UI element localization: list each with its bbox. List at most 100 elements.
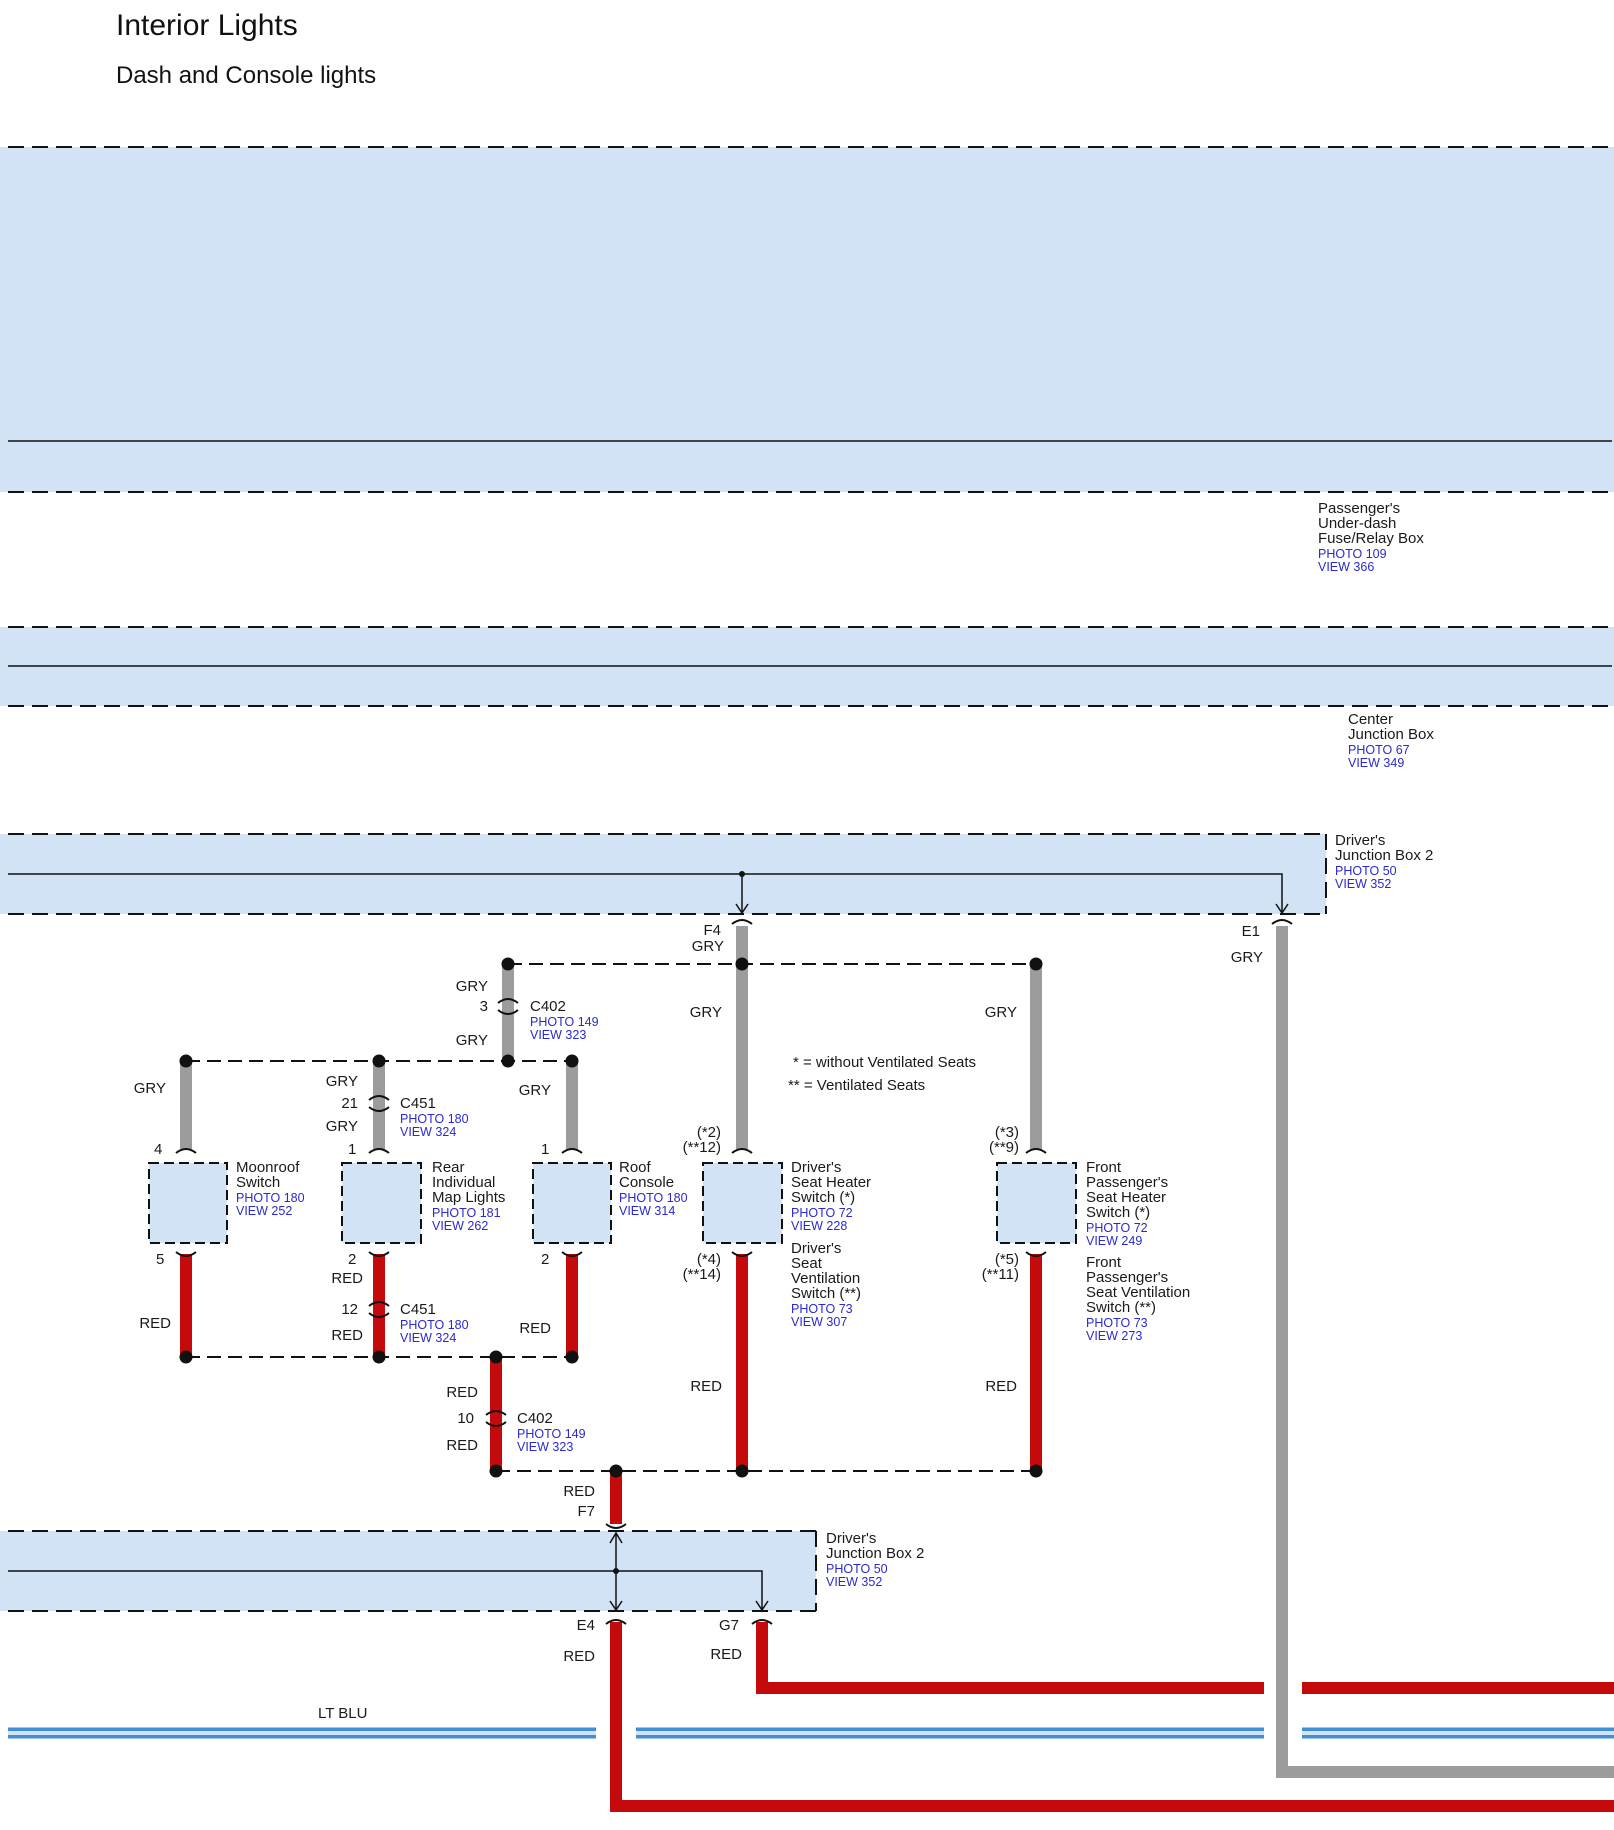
c402-top-name: C402 <box>530 998 566 1015</box>
cjb-label-line1: Center <box>1348 711 1393 728</box>
driver-pin-in-b: (**12) <box>683 1139 721 1156</box>
cjb-label-line2: Junction Box <box>1348 726 1434 743</box>
drivers-seat-switch: Driver's Seat Heater Switch (*) PHOTO 72… <box>683 1124 871 1329</box>
c451-bottom-pin: 12 <box>341 1301 358 1318</box>
djb-top-label-line1: Driver's <box>1335 832 1385 849</box>
front-vent-label-line3: Seat Ventilation <box>1086 1284 1190 1301</box>
connector-c402-top: 3 C402 PHOTO 149 VIEW 323 <box>480 998 599 1042</box>
c402-top-pin: 3 <box>480 998 488 1015</box>
gry-wires <box>180 926 1614 1778</box>
front-passenger-seat-switch: Front Passenger's Seat Heater Switch (*)… <box>982 1124 1191 1343</box>
gry-label-c402-lower: GRY <box>456 1032 488 1049</box>
roof-console: Roof Console PHOTO 180 VIEW 314 1 2 <box>532 1141 688 1268</box>
driver-vent-label-line3: Ventilation <box>791 1270 860 1287</box>
connector-symbols <box>175 919 1293 1625</box>
c402-bottom-name: C402 <box>517 1410 553 1427</box>
driver-vent-view-link[interactable]: VIEW 307 <box>791 1315 847 1329</box>
roof-console-view-link[interactable]: VIEW 314 <box>619 1204 675 1218</box>
connector-c402-bottom: 10 C402 PHOTO 149 VIEW 323 <box>457 1410 585 1454</box>
front-vent-photo-link[interactable]: PHOTO 73 <box>1086 1316 1148 1330</box>
gry-label-driver: GRY <box>690 1004 722 1021</box>
red-label-f7: RED <box>563 1483 595 1500</box>
rear-individual-map-lights: Rear Individual Map Lights PHOTO 181 VIE… <box>341 1141 505 1268</box>
red-label-front-pass: RED <box>985 1378 1017 1395</box>
front-pin-out-a: (*5) <box>995 1251 1019 1268</box>
front-pass-view-link[interactable]: VIEW 249 <box>1086 1234 1142 1248</box>
front-pass-label-line2: Passenger's <box>1086 1174 1168 1191</box>
rear-map-photo-link[interactable]: PHOTO 181 <box>432 1206 501 1220</box>
page-subtitle: Dash and Console lights <box>116 62 376 89</box>
terminal-e4: E4 <box>577 1617 595 1634</box>
center-junction-box: Center Junction Box PHOTO 67 VIEW 349 <box>0 626 1614 770</box>
red-label-moonroof: RED <box>139 1315 171 1332</box>
driver-seat-label-line1: Driver's <box>791 1159 841 1176</box>
cjb-photo-link[interactable]: PHOTO 67 <box>1348 743 1410 757</box>
djb-top-label-line2: Junction Box 2 <box>1335 847 1433 864</box>
c451-top-pin: 21 <box>341 1095 358 1112</box>
c402-top-view-link[interactable]: VIEW 323 <box>530 1028 586 1042</box>
driver-pin-out-a: (*4) <box>697 1251 721 1268</box>
front-pass-label-line4: Switch (*) <box>1086 1204 1150 1221</box>
rear-map-pin-in: 1 <box>348 1141 356 1158</box>
c402-top-photo-link[interactable]: PHOTO 149 <box>530 1015 599 1029</box>
djb-top-photo-link[interactable]: PHOTO 50 <box>1335 864 1397 878</box>
c402-bottom-photo-link[interactable]: PHOTO 149 <box>517 1427 586 1441</box>
front-pass-label-line3: Seat Heater <box>1086 1189 1166 1206</box>
red-label-g7: RED <box>710 1646 742 1663</box>
c402-bottom-pin: 10 <box>457 1410 474 1427</box>
roof-console-pin-in: 1 <box>541 1141 549 1158</box>
front-vent-label-line4: Switch (**) <box>1086 1299 1156 1316</box>
driver-pin-out-b: (**14) <box>683 1266 721 1283</box>
gry-label-c402-upper: GRY <box>456 978 488 995</box>
red-labels: RED RED RED RED RED RED RED RED RED RED … <box>139 1270 1017 1665</box>
djb-bottom-view-link[interactable]: VIEW 352 <box>826 1575 882 1589</box>
driver-seat-view-link[interactable]: VIEW 228 <box>791 1219 847 1233</box>
page-title: Interior Lights <box>116 9 298 42</box>
front-pin-in-b: (**9) <box>989 1139 1019 1156</box>
red-label-c451-lower: RED <box>331 1327 363 1344</box>
rear-map-label-line1: Rear <box>432 1159 465 1176</box>
driver-vent-photo-link[interactable]: PHOTO 73 <box>791 1302 853 1316</box>
lt-blu-label: LT BLU <box>318 1705 367 1722</box>
front-vent-label-line1: Front <box>1086 1254 1122 1271</box>
djb-bottom-photo-link[interactable]: PHOTO 50 <box>826 1562 888 1576</box>
splice-dots <box>179 957 1043 1478</box>
driver-seat-photo-link[interactable]: PHOTO 72 <box>791 1206 853 1220</box>
c451-top-view-link[interactable]: VIEW 324 <box>400 1125 456 1139</box>
pudb-label-line2: Under-dash <box>1318 515 1396 532</box>
c451-bottom-photo-link[interactable]: PHOTO 180 <box>400 1318 469 1332</box>
driver-seat-label-line2: Seat Heater <box>791 1174 871 1191</box>
pudb-photo-link[interactable]: PHOTO 109 <box>1318 547 1387 561</box>
djb-top-view-link[interactable]: VIEW 352 <box>1335 877 1391 891</box>
front-pass-label-line1: Front <box>1086 1159 1122 1176</box>
red-label-roof-console: RED <box>519 1320 551 1337</box>
moonroof-pin-out: 5 <box>156 1251 164 1268</box>
c451-top-photo-link[interactable]: PHOTO 180 <box>400 1112 469 1126</box>
red-label-driver: RED <box>690 1378 722 1395</box>
moonroof-label-line1: Moonroof <box>236 1159 300 1176</box>
drivers-junction-box-2-bottom: Driver's Junction Box 2 PHOTO 50 VIEW 35… <box>0 1530 924 1612</box>
c451-bottom-view-link[interactable]: VIEW 324 <box>400 1331 456 1345</box>
moonroof-view-link[interactable]: VIEW 252 <box>236 1204 292 1218</box>
rear-map-label-line3: Map Lights <box>432 1189 505 1206</box>
driver-vent-label-line1: Driver's <box>791 1240 841 1257</box>
red-label-c402-lower: RED <box>446 1437 478 1454</box>
pudb-view-link[interactable]: VIEW 366 <box>1318 560 1374 574</box>
terminal-g7: G7 <box>719 1617 739 1634</box>
c451-top-name: C451 <box>400 1095 436 1112</box>
front-vent-view-link[interactable]: VIEW 273 <box>1086 1329 1142 1343</box>
front-pass-photo-link[interactable]: PHOTO 72 <box>1086 1221 1148 1235</box>
rear-map-view-link[interactable]: VIEW 262 <box>432 1219 488 1233</box>
front-pin-out-b: (**11) <box>982 1266 1019 1283</box>
cjb-view-link[interactable]: VIEW 349 <box>1348 756 1404 770</box>
red-label-e4: RED <box>563 1648 595 1665</box>
roof-console-photo-link[interactable]: PHOTO 180 <box>619 1191 688 1205</box>
passenger-under-dash-fuse-relay-box: Passenger's Under-dash Fuse/Relay Box PH… <box>0 146 1614 574</box>
moonroof-photo-link[interactable]: PHOTO 180 <box>236 1191 305 1205</box>
gry-label-f4: GRY <box>692 938 724 955</box>
roof-console-label-line1: Roof <box>619 1159 652 1176</box>
legend-star: * = without Ventilated Seats <box>793 1054 976 1071</box>
c402-bottom-view-link[interactable]: VIEW 323 <box>517 1440 573 1454</box>
terminal-f4: F4 <box>703 922 721 939</box>
